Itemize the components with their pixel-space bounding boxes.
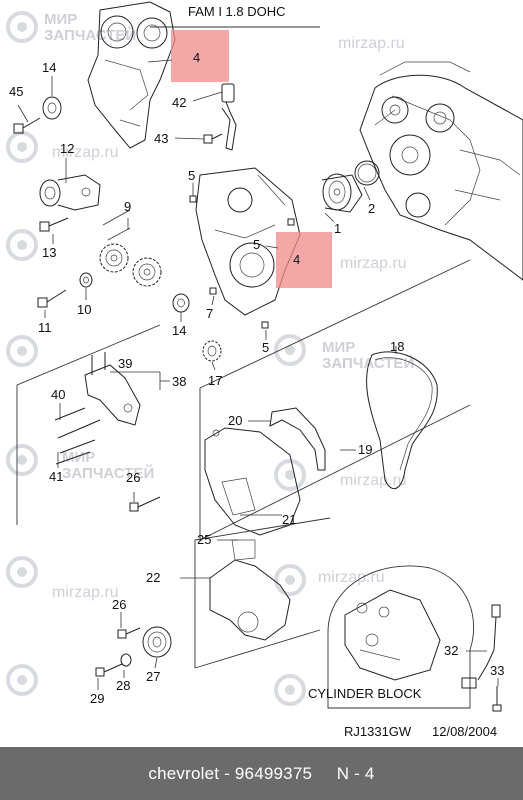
drawing-ref-date: 12/08/2004 bbox=[432, 724, 497, 739]
watermark-logo: mirzap.ru bbox=[6, 556, 119, 601]
tensioner-drawing bbox=[39, 174, 101, 211]
cylinder-block-inset: CYLINDER BLOCK bbox=[308, 565, 474, 709]
watermark-line2: ЗАПЧАСТЕЙ bbox=[322, 354, 414, 372]
callout-20[interactable]: 20 bbox=[228, 413, 242, 428]
idler-pulley-drawing bbox=[172, 293, 190, 313]
callout-32[interactable]: 32 bbox=[444, 643, 458, 658]
water-pump-drawing bbox=[321, 173, 363, 213]
callout-2[interactable]: 2 bbox=[368, 201, 375, 216]
callout-10[interactable]: 10 bbox=[77, 302, 91, 317]
footer-text: chevrolet - 96499375 N - 4 bbox=[148, 763, 375, 783]
watermark-logo: МИР ЗАПЧАСТЕЙ bbox=[274, 334, 414, 372]
bolt-drawing bbox=[39, 217, 69, 232]
callout-26-bottom[interactable]: 26 bbox=[112, 597, 126, 612]
callout-17[interactable]: 17 bbox=[208, 373, 222, 388]
callout-28[interactable]: 28 bbox=[116, 678, 130, 693]
crankshaft-gear-drawing bbox=[202, 340, 222, 362]
watermark-line1: МИР bbox=[322, 339, 355, 356]
callout-5-top[interactable]: 5 bbox=[188, 168, 195, 183]
watermark-site: mirzap.ru bbox=[340, 472, 407, 489]
callout-45[interactable]: 45 bbox=[9, 84, 23, 99]
highlight-box-top bbox=[171, 30, 229, 82]
callout-33[interactable]: 33 bbox=[490, 663, 504, 678]
part-info-footer: chevrolet - 96499375 N - 4 bbox=[0, 747, 523, 800]
leader-line bbox=[147, 59, 173, 63]
idler-pulley-drawing bbox=[42, 96, 62, 120]
callout-25[interactable]: 25 bbox=[197, 532, 211, 547]
callout-12[interactable]: 12 bbox=[60, 141, 74, 156]
watermark-logo bbox=[6, 335, 38, 367]
camshaft-gears-drawing bbox=[99, 243, 162, 287]
bolt-drawing bbox=[492, 686, 502, 712]
callout-41[interactable]: 41 bbox=[49, 469, 63, 484]
drawing-ref-code: RJ1331GW bbox=[344, 724, 412, 739]
watermark-line1: МИР bbox=[44, 11, 77, 28]
leader-lines bbox=[17, 76, 499, 690]
callout-13[interactable]: 13 bbox=[42, 245, 56, 260]
callout-29[interactable]: 29 bbox=[90, 691, 104, 706]
bolt-drawing bbox=[37, 289, 67, 308]
watermark-site: mirzap.ru bbox=[340, 255, 407, 272]
callout-27[interactable]: 27 bbox=[146, 669, 160, 684]
callout-14-middle[interactable]: 14 bbox=[172, 323, 186, 338]
callout-18[interactable]: 18 bbox=[390, 339, 404, 354]
model-title: FAM I 1.8 DOHC bbox=[188, 4, 286, 19]
watermark-layer: МИР ЗАПЧАСТЕЙ mirzap.ru МИР ЗАПЧАСТЕЙ mi… bbox=[6, 11, 414, 706]
watermark-site: mirzap.ru bbox=[338, 35, 405, 52]
bolt-drawing bbox=[13, 117, 41, 134]
callout-labels: 1 2 5 5 5 7 9 10 11 12 13 14 14 17 18 19… bbox=[9, 60, 504, 706]
front-cover-group-drawing bbox=[199, 259, 471, 541]
watermark-logo: mirzap.ru bbox=[274, 564, 385, 596]
watermark-logo bbox=[274, 674, 306, 706]
highlight-box-middle bbox=[276, 232, 332, 288]
sensor-drawing bbox=[221, 83, 237, 151]
callout-39[interactable]: 39 bbox=[118, 356, 132, 371]
watermark-line2: ЗАПЧАСТЕЙ bbox=[62, 464, 154, 482]
callout-21[interactable]: 21 bbox=[282, 512, 296, 527]
callout-14-top[interactable]: 14 bbox=[42, 60, 56, 75]
watermark-line2: ЗАПЧАСТЕЙ bbox=[44, 26, 136, 44]
upper-timing-cover-drawing bbox=[87, 1, 176, 149]
callout-7[interactable]: 7 bbox=[206, 306, 213, 321]
crank-pulley-drawing bbox=[142, 626, 172, 658]
callout-19[interactable]: 19 bbox=[358, 442, 372, 457]
bolt-drawing bbox=[203, 133, 223, 144]
washer-drawing bbox=[120, 653, 132, 667]
bolt-drawing bbox=[129, 496, 161, 512]
callout-22[interactable]: 22 bbox=[146, 570, 160, 585]
callout-1[interactable]: 1 bbox=[334, 221, 341, 236]
inset-title: CYLINDER BLOCK bbox=[308, 686, 422, 701]
callout-5-bottom[interactable]: 5 bbox=[262, 340, 269, 355]
lower-cover-group-drawing bbox=[194, 517, 331, 669]
callout-4-top[interactable]: 4 bbox=[193, 50, 200, 65]
bolt-drawing bbox=[95, 627, 141, 677]
parts-diagram: МИР ЗАПЧАСТЕЙ mirzap.ru МИР ЗАПЧАСТЕЙ mi… bbox=[6, 1, 523, 739]
callout-4-middle[interactable]: 4 bbox=[293, 252, 300, 267]
watermark-logo bbox=[6, 229, 38, 261]
watermark-site: mirzap.ru bbox=[318, 569, 385, 586]
callout-43[interactable]: 43 bbox=[154, 131, 168, 146]
watermark-logo bbox=[274, 459, 306, 491]
callout-9[interactable]: 9 bbox=[124, 199, 131, 214]
washer-drawing bbox=[79, 272, 93, 288]
watermark-site: mirzap.ru bbox=[52, 584, 119, 601]
engine-block-drawing bbox=[354, 61, 523, 281]
callout-26-middle[interactable]: 26 bbox=[126, 470, 140, 485]
rear-timing-cover-drawing bbox=[195, 167, 301, 316]
watermark-site: mirzap.ru bbox=[52, 144, 119, 161]
watermark-logo bbox=[6, 664, 38, 696]
callout-42[interactable]: 42 bbox=[172, 95, 186, 110]
timing-belt-drawing bbox=[366, 351, 438, 490]
callout-5-middle[interactable]: 5 bbox=[253, 237, 260, 252]
callout-40[interactable]: 40 bbox=[51, 387, 65, 402]
bracket-group-drawing bbox=[16, 324, 161, 525]
watermark-logo: mirzap.ru bbox=[6, 131, 119, 163]
knock-sensor-drawing bbox=[461, 604, 501, 689]
callout-11[interactable]: 11 bbox=[38, 320, 52, 335]
callout-38[interactable]: 38 bbox=[172, 374, 186, 389]
watermark-logo: МИР ЗАПЧАСТЕЙ bbox=[6, 11, 136, 44]
watermark-line1: МИР bbox=[62, 449, 95, 466]
